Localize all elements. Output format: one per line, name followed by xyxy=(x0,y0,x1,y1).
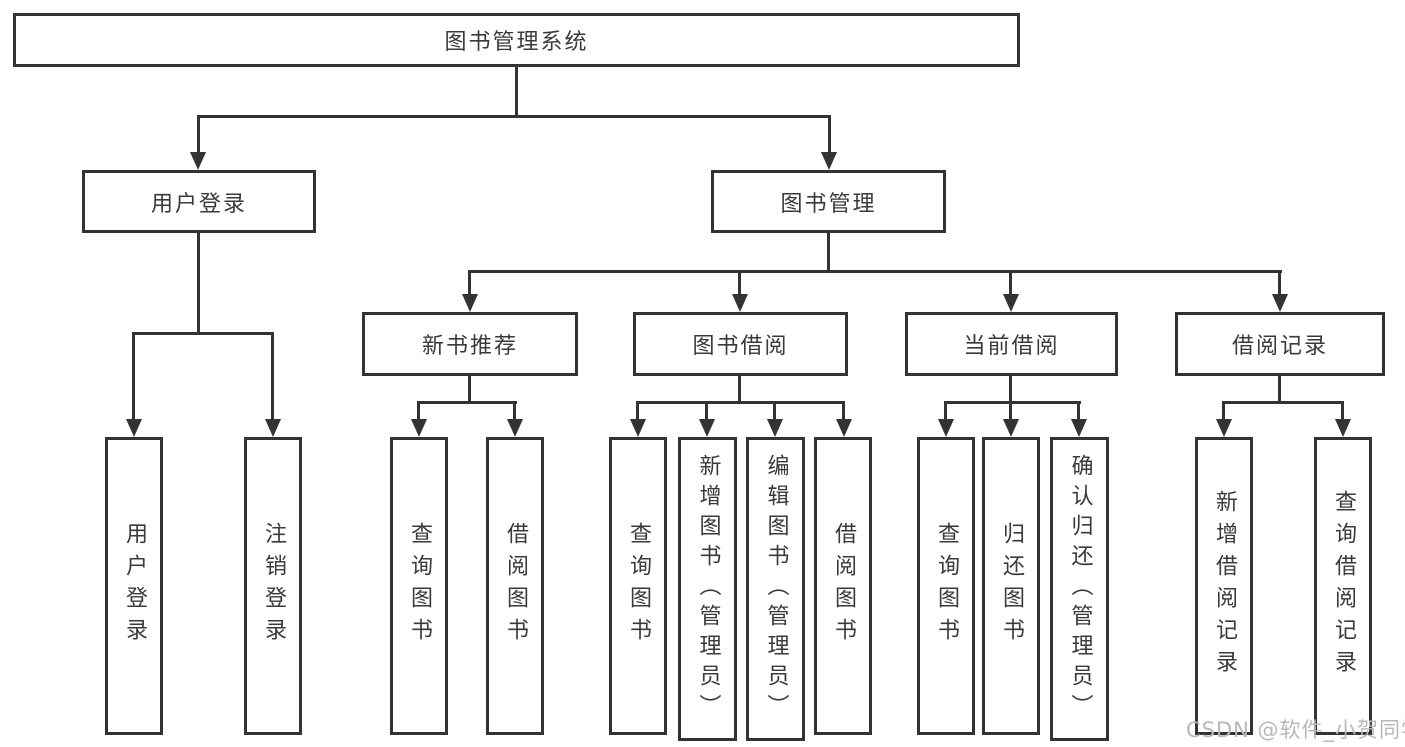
connector-line xyxy=(417,401,420,421)
arrow-down-icon xyxy=(126,419,142,437)
connector-line xyxy=(1077,401,1080,421)
leaf-user-login: 用户登录 xyxy=(105,437,163,735)
node-book-management: 图书管理 xyxy=(711,170,946,233)
csdn-watermark: CSDN @软件_小贺同学 xyxy=(1186,718,1405,742)
connector-line xyxy=(1278,270,1281,296)
connector-line xyxy=(1222,401,1344,404)
leaf-borrow-edit-books-admin: 编辑图书（管理员） xyxy=(746,437,805,741)
connector-line xyxy=(1009,401,1012,421)
arrow-down-icon xyxy=(699,419,715,437)
arrow-down-icon xyxy=(190,152,206,170)
arrow-down-icon xyxy=(836,419,852,437)
arrow-down-icon xyxy=(1335,419,1351,437)
connector-line xyxy=(271,332,274,421)
connector-line xyxy=(773,401,776,421)
connector-line xyxy=(513,401,516,421)
connector-line xyxy=(515,67,518,118)
leaf-borrow-query-books: 查询图书 xyxy=(609,437,667,735)
connector-line xyxy=(468,270,1282,273)
leaf-current-return-books: 归还图书 xyxy=(982,437,1040,735)
arrow-down-icon xyxy=(630,419,646,437)
leaf-borrow-add-books-admin: 新增图书（管理员） xyxy=(678,437,737,741)
leaf-records-query-record: 查询借阅记录 xyxy=(1314,437,1372,735)
arrow-down-icon xyxy=(462,294,478,312)
connector-line xyxy=(197,115,200,155)
connector-line xyxy=(828,115,831,155)
connector-line xyxy=(636,401,845,404)
arrow-down-icon xyxy=(938,419,954,437)
connector-line xyxy=(197,233,200,335)
connector-line xyxy=(468,270,471,296)
arrow-down-icon xyxy=(411,419,427,437)
connector-line xyxy=(132,332,135,421)
connector-line xyxy=(1009,376,1012,404)
leaf-newbook-query-books: 查询图书 xyxy=(390,437,448,735)
connector-line xyxy=(738,376,741,404)
connector-line xyxy=(944,401,1081,404)
leaf-newbook-borrow-books: 借阅图书 xyxy=(486,437,544,735)
connector-line xyxy=(827,233,830,273)
connector-line xyxy=(944,401,947,421)
leaf-borrow-borrow-books: 借阅图书 xyxy=(814,437,872,735)
connector-line xyxy=(468,376,471,404)
arrow-down-icon xyxy=(507,419,523,437)
node-borrow-records: 借阅记录 xyxy=(1175,312,1385,376)
connector-line xyxy=(738,270,741,296)
node-book-borrow: 图书借阅 xyxy=(633,312,848,376)
leaf-records-add-record: 新增借阅记录 xyxy=(1195,437,1253,735)
node-current-borrow: 当前借阅 xyxy=(905,312,1118,376)
connector-line xyxy=(1009,270,1012,296)
arrow-down-icon xyxy=(821,152,837,170)
connector-line xyxy=(705,401,708,421)
leaf-logout: 注销登录 xyxy=(244,437,302,735)
arrow-down-icon xyxy=(1272,294,1288,312)
connector-line xyxy=(197,115,831,118)
node-root-system: 图书管理系统 xyxy=(13,13,1020,67)
connector-line xyxy=(132,332,274,335)
connector-line xyxy=(1222,401,1225,421)
connector-line xyxy=(1278,376,1281,404)
arrow-down-icon xyxy=(1003,419,1019,437)
arrow-down-icon xyxy=(1071,419,1087,437)
connector-line xyxy=(636,401,639,421)
arrow-down-icon xyxy=(1216,419,1232,437)
arrow-down-icon xyxy=(767,419,783,437)
connector-line xyxy=(842,401,845,421)
arrow-down-icon xyxy=(732,294,748,312)
node-user-login: 用户登录 xyxy=(82,170,316,233)
leaf-current-confirm-return-admin: 确认归还（管理员） xyxy=(1050,437,1109,741)
connector-line xyxy=(1341,401,1344,421)
node-new-book-recommend: 新书推荐 xyxy=(362,312,578,376)
arrow-down-icon xyxy=(265,419,281,437)
leaf-current-query-books: 查询图书 xyxy=(917,437,975,735)
arrow-down-icon xyxy=(1003,294,1019,312)
connector-line xyxy=(417,401,517,404)
